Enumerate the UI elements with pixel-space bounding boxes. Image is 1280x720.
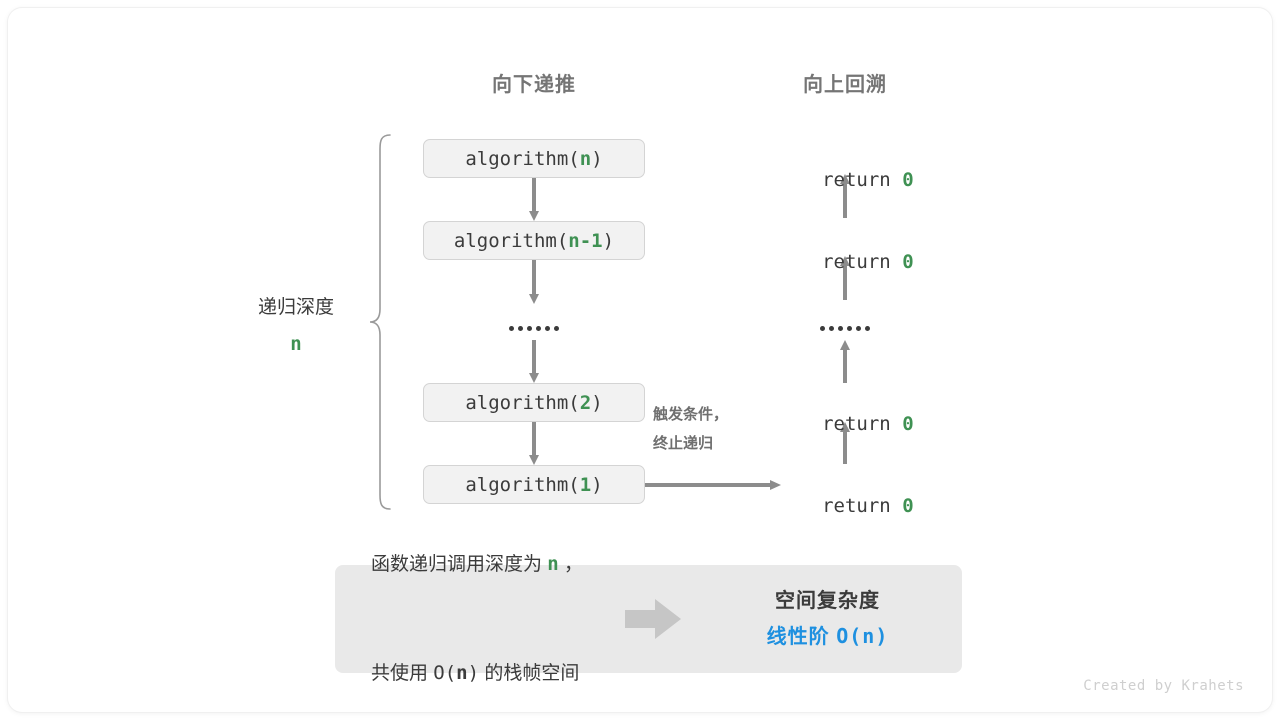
arrow-right-icon <box>645 480 781 490</box>
return-keyword: return <box>822 495 903 517</box>
complexity-value-label: 线性阶 <box>766 625 837 648</box>
call-frame-suffix: ) <box>591 391 603 414</box>
call-frame-suffix: ) <box>591 147 603 170</box>
summary-line-1-text: 函数递归调用深度为 <box>371 553 548 575</box>
return-value: 0 <box>902 169 914 191</box>
summary-line-1: 函数递归调用深度为 n ， <box>371 546 583 583</box>
recursion-depth-text: 递归深度 <box>257 297 334 318</box>
summary-line-2-tail: 的栈帧空间 <box>479 663 580 685</box>
arrow-up-icon <box>840 422 850 464</box>
return-keyword: return <box>822 251 903 273</box>
call-frame-box[interactable]: algorithm(2) <box>423 383 645 422</box>
summary-line-2-text: 共使用 <box>371 663 434 685</box>
return-value: 0 <box>902 495 914 517</box>
call-frame-box[interactable]: algorithm(n-1) <box>423 221 645 260</box>
summary-line-1-tail: ， <box>558 553 584 575</box>
return-keyword: return <box>822 169 903 191</box>
summary-line-2-bigo: O( <box>433 662 457 685</box>
terminate-note-line-2: 终止递归 <box>653 435 714 453</box>
arrow-down-icon <box>529 422 539 465</box>
call-frame-suffix: ) <box>591 473 603 496</box>
summary-line-2: 共使用 O(n) 的栈帧空间 <box>371 655 583 692</box>
call-frame-arg: n-1 <box>568 229 603 252</box>
call-frame-arg: 2 <box>579 391 592 414</box>
diagram-card: 向下递推 向上回溯 递归深度 n algorithm(n) algorithm(… <box>8 8 1272 712</box>
summary-line-2-var: n <box>456 662 468 685</box>
terminate-condition-note: 触发条件， 终止递归 <box>653 400 728 459</box>
summary-panel: 函数递归调用深度为 n ， 共使用 O(n) 的栈帧空间 空间复杂度 线性阶 O… <box>335 553 962 684</box>
summary-description: 函数递归调用深度为 n ， 共使用 O(n) 的栈帧空间 <box>371 474 583 712</box>
column-heading-backtrack-up: 向上回溯 <box>803 74 887 96</box>
return-value: 0 <box>902 413 914 435</box>
call-frame-prefix: algorithm( <box>465 147 580 170</box>
complexity-value-notation: O(n) <box>836 623 889 648</box>
arrow-down-icon <box>529 260 539 304</box>
recursion-depth-label: 递归深度 n <box>216 290 376 362</box>
call-frame-box[interactable]: algorithm(n) <box>423 139 645 178</box>
call-frame-prefix: algorithm( <box>465 473 580 496</box>
summary-line-1-var: n <box>547 552 559 575</box>
call-frame-arg: n <box>579 147 592 170</box>
recursion-depth-value: n <box>290 333 302 356</box>
call-frame-prefix: algorithm( <box>453 229 569 252</box>
return-value: 0 <box>902 251 914 273</box>
implies-arrow-icon <box>625 599 682 639</box>
summary-result: 空间复杂度 线性阶 O(n) <box>719 584 936 655</box>
recursion-depth-brace <box>368 133 394 511</box>
complexity-title: 空间复杂度 <box>775 589 880 612</box>
summary-line-2-paren: ) <box>467 662 480 685</box>
return-keyword: return <box>822 413 903 435</box>
arrow-down-icon <box>529 178 539 221</box>
terminate-note-line-1: 触发条件， <box>653 406 729 423</box>
credit-text: Created by Krahets <box>1083 678 1244 694</box>
complexity-value: 线性阶 O(n) <box>719 619 936 655</box>
return-statement: return 0 <box>776 147 914 213</box>
ellipsis-dots-right <box>820 326 870 331</box>
return-statement: return 0 <box>776 473 914 539</box>
arrow-up-icon <box>840 340 850 383</box>
arrow-up-icon <box>840 174 850 218</box>
call-frame-prefix: algorithm( <box>465 391 580 414</box>
call-frame-suffix: ) <box>602 229 615 252</box>
call-frame-box[interactable]: algorithm(1) <box>423 465 645 504</box>
arrow-down-icon <box>529 340 539 383</box>
return-statement: return 0 <box>776 229 914 295</box>
return-statement: return 0 <box>776 391 914 457</box>
ellipsis-dots-left <box>509 326 559 331</box>
column-heading-recurse-down: 向下递推 <box>492 74 576 96</box>
arrow-up-icon <box>840 256 850 300</box>
call-frame-arg: 1 <box>579 473 592 496</box>
